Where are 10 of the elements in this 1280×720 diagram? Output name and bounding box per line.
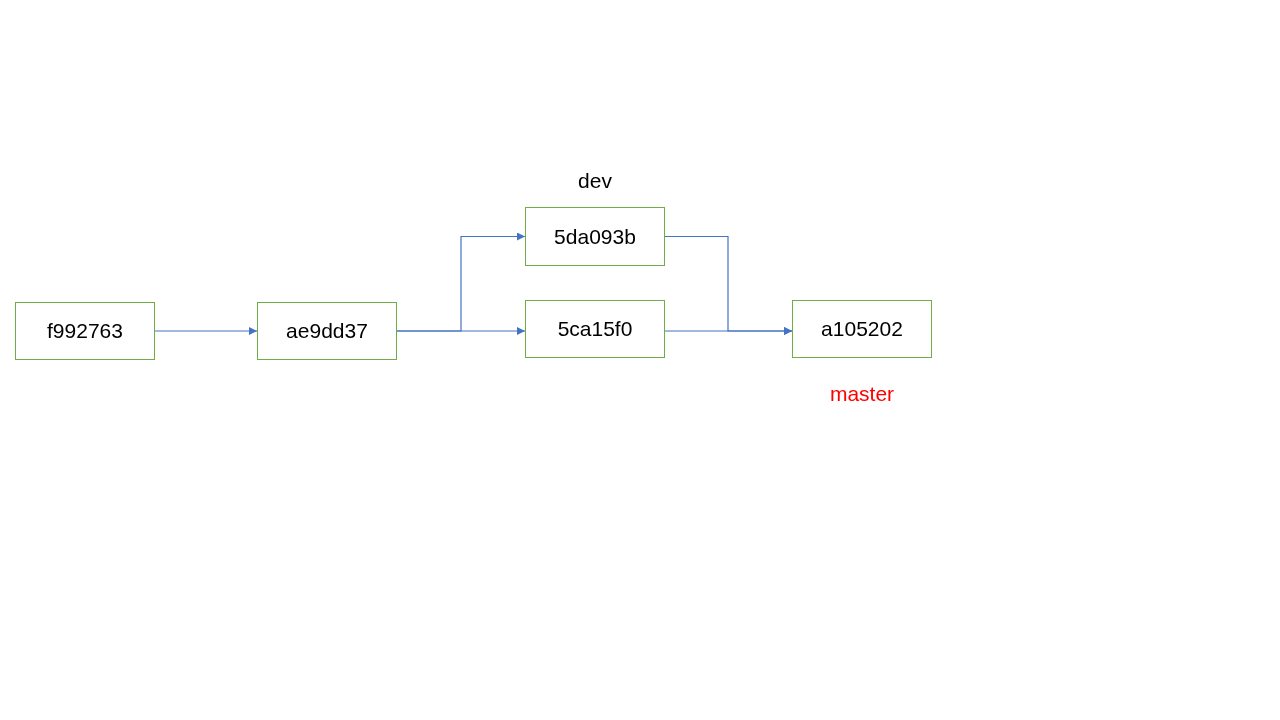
commit-box: a105202 — [792, 300, 932, 358]
arrow — [154, 327, 258, 335]
commit-box: 5da093b — [525, 207, 665, 266]
branch-label: master — [829, 381, 895, 407]
commit-box: 5ca15f0 — [525, 300, 665, 358]
commit-box: f992763 — [15, 302, 155, 360]
commit-box: ae9dd37 — [257, 302, 397, 360]
arrow — [396, 327, 526, 335]
arrow — [664, 327, 793, 335]
branch-label: dev — [578, 168, 612, 194]
